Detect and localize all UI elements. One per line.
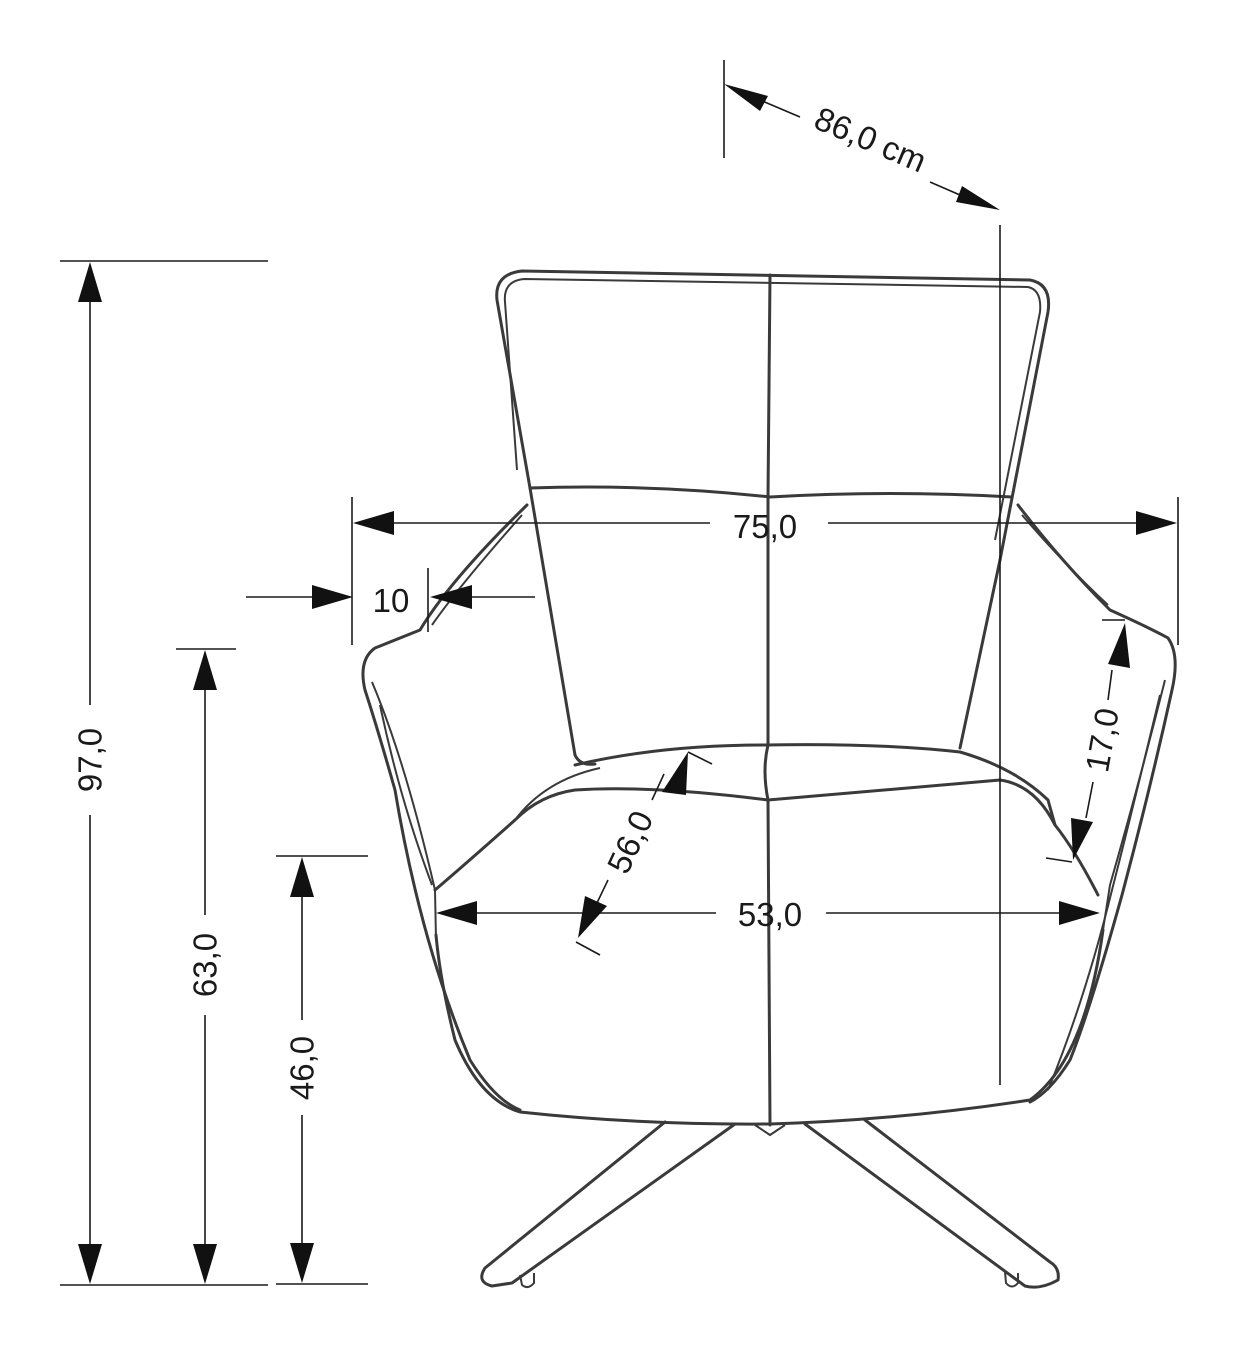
foot-left (519, 1273, 535, 1289)
seat-cushion-top (514, 767, 601, 821)
backrest-inner-edge (503, 277, 1042, 541)
label-arm-width: 10 (373, 582, 410, 619)
label-arm-height: 63,0 (187, 933, 224, 997)
label-total-height: 97,0 (72, 728, 109, 792)
label-seat-height: 46,0 (284, 1036, 321, 1100)
dimension-labels: 86,0 cm 75,0 10 97,0 63,0 46,0 56,0 53,0… (72, 99, 1126, 1100)
left-arm-back-edge (379, 704, 433, 886)
foot-right (1004, 1271, 1019, 1288)
label-seat-depth: 56,0 (600, 805, 661, 879)
seat-front-body (434, 928, 1105, 1126)
base-hub (754, 1124, 786, 1137)
backrest-horizontal-seam (528, 485, 1014, 499)
seat-cushion-back (573, 743, 1057, 827)
left-arm-inner-edge (371, 514, 523, 941)
right-arm-outline (1016, 503, 1177, 1104)
label-depth: 86,0 cm (809, 99, 932, 179)
backrest-vertical-seam (766, 273, 772, 747)
leg-left (480, 1120, 737, 1288)
backrest-outline (495, 269, 1051, 750)
seat-vertical-seam (763, 743, 772, 1127)
dimension-lines (60, 60, 1179, 1286)
right-arm-back-edge (1047, 694, 1161, 1091)
label-width: 75,0 (733, 508, 797, 545)
label-seat-width: 53,0 (738, 896, 802, 933)
left-arm-outline (361, 503, 529, 1112)
backrest-lower-panel (528, 486, 597, 766)
armchair-outline (361, 269, 1177, 1289)
label-arm-rest-height: 17,0 (1078, 705, 1126, 775)
leg-right (803, 1118, 1060, 1289)
